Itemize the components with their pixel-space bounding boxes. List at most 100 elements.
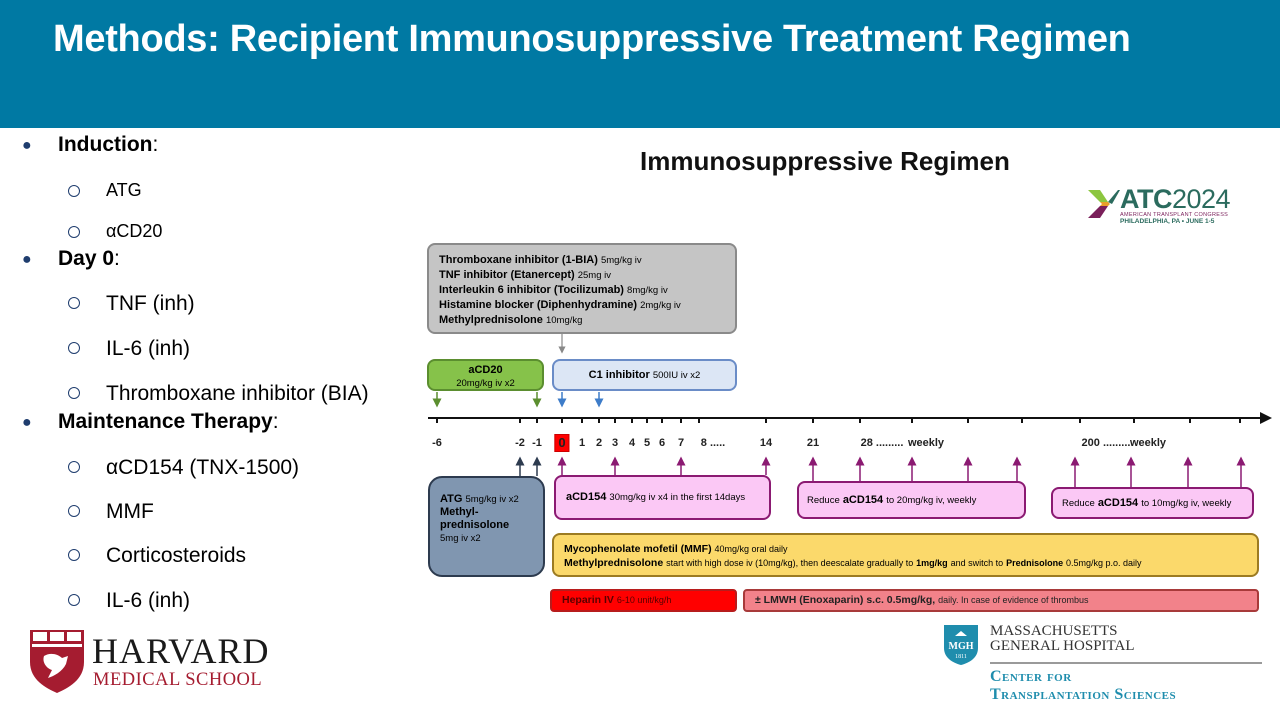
box-text: start with high dose iv (10mg/kg), then … [666, 558, 914, 568]
drug-dose: 30mg/kg iv x4 in the first 14days [609, 492, 746, 503]
tick-label: weekly [907, 437, 945, 449]
day0-drugs-box: Thromboxane inhibitor (1-BIA) 5mg/kg iv … [427, 243, 737, 334]
day-zero-label: 0 [554, 434, 570, 452]
cts-name-line1: Center for [990, 668, 1072, 685]
circle-bullet-icon [68, 461, 80, 473]
acd20-box: aCD20 20mg/kg iv x2 [427, 359, 544, 391]
svg-text:MGH: MGH [949, 641, 974, 652]
tick-label: 1 [578, 437, 586, 449]
drug-name: ± LMWH (Enoxaparin) s.c. 0.5mg/kg, [755, 594, 936, 606]
drug-name: Histamine blocker (Diphenhydramine) [439, 299, 638, 311]
atc-location: PHILADELPHIA, PA • JUNE 1-5 [1120, 218, 1215, 225]
tick-label: 200 ......... [1081, 437, 1131, 449]
tick-label: -6 [432, 437, 442, 449]
circle-bullet-icon [68, 594, 80, 606]
drug-dose: 2mg/kg iv [640, 300, 681, 311]
atc-subtitle: AMERICAN TRANSPLANT CONGRESS [1120, 212, 1229, 218]
bullet-heading: Maintenance Therapy [58, 410, 273, 433]
sub-bullet-text: IL-6 (inh) [106, 589, 191, 612]
sub-bullet-text: Corticosteroids [106, 544, 247, 567]
drug-name: TNF inhibitor (Etanercept) [439, 269, 575, 281]
drug-name: Methylprednisolone [439, 314, 543, 326]
bullet-dot-icon: ● [22, 414, 32, 431]
drug-name: aCD154 [842, 494, 884, 506]
drug-name: Heparin IV [562, 594, 614, 606]
drug-dose: 40mg/kg oral daily [714, 544, 788, 554]
drug-dose: to 20mg/kg iv, weekly [886, 495, 977, 506]
atg-box: ATG 5mg/kg iv x2 Methyl- prednisolone 5m… [428, 476, 545, 577]
acd154-induction-box: aCD154 30mg/kg iv x4 in the first 14days [554, 475, 771, 520]
day0-drug-line: Thromboxane inhibitor (1-BIA) 5mg/kg iv [439, 253, 725, 268]
sub-bullet-text: ATG [106, 180, 142, 200]
drug-name: Methyl- [440, 506, 479, 518]
drug-name: Prednisolone [1006, 558, 1064, 568]
sub-bullet-text: MMF [106, 500, 154, 523]
atc-2024-logo: ATC2024 AMERICAN TRANSPLANT CONGRESS PHI… [1088, 184, 1253, 226]
circle-bullet-icon [68, 505, 80, 517]
drug-dose: 10mg/kg [545, 315, 583, 326]
day0-drug-line: TNF inhibitor (Etanercept) 25mg iv [439, 268, 725, 283]
circle-bullet-icon [68, 185, 80, 197]
drug-dose: 5mg/kg iv [600, 255, 642, 266]
tick-label: 14 [759, 437, 773, 449]
tick-label: 2 [595, 437, 603, 449]
day0-drug-line: Interleukin 6 inhibitor (Tocilizumab) 8m… [439, 283, 725, 298]
circle-bullet-icon [68, 387, 80, 399]
mmf-steroid-box: Mycophenolate mofetil (MMF) 40mg/kg oral… [552, 533, 1259, 577]
drug-name: prednisolone [440, 519, 510, 531]
sub-bullet-text: αCD20 [106, 221, 163, 241]
drug-dose: daily. In case of evidence of thrombus [938, 595, 1089, 605]
drug-dose: 25mg iv [577, 270, 611, 281]
drug-name: Thromboxane inhibitor (1-BIA) [439, 254, 598, 266]
logo-divider [990, 662, 1262, 664]
medical-school-wordmark: MEDICAL SCHOOL [93, 670, 263, 690]
drug-name: Methylprednisolone [564, 557, 664, 569]
svg-text:1811: 1811 [955, 654, 967, 660]
drug-name: ATG [440, 493, 463, 505]
bullet-heading: Day 0 [58, 247, 115, 270]
circle-bullet-icon [68, 297, 80, 309]
atc-year: 2024 [1172, 184, 1231, 214]
tick-label: 3 [611, 437, 619, 449]
tick-label: 7 [677, 437, 685, 449]
drug-dose: to 10mg/kg iv, weekly [1141, 498, 1232, 509]
diagram-title: Immunosuppressive Regimen [640, 146, 1010, 176]
tick-label: 21 [806, 437, 820, 449]
circle-bullet-icon [68, 549, 80, 561]
circle-bullet-icon [68, 342, 80, 354]
bullet-heading: Induction [58, 133, 153, 156]
bullet-dot-icon: ● [22, 137, 32, 154]
bullet-colon: : [272, 410, 279, 433]
drug-dose: 0.5mg/kg p.o. daily [1066, 558, 1142, 568]
mgh-name-line1: MASSACHUSETTS [990, 623, 1118, 639]
atc-title: ATC2024 [1120, 184, 1231, 215]
drug-name: aCD154 [1097, 497, 1139, 509]
drug-name: C1 inhibitor [588, 369, 650, 381]
tick-label: 6 [658, 437, 666, 449]
drug-name: aCD154 [566, 491, 607, 503]
circle-bullet-icon [68, 226, 80, 238]
acd154-reduce-10-box: Reduce aCD154 to 10mg/kg iv, weekly [1051, 487, 1254, 519]
drug-dose: 8mg/kg iv [627, 285, 668, 296]
drug-dose: 20mg/kg iv x2 [456, 378, 515, 389]
tick-label: 8 ..... [700, 437, 726, 449]
drug-name: Mycophenolate mofetil (MMF) [564, 543, 712, 555]
box-text: Reduce [807, 495, 840, 506]
acd154-reduce-20-box: Reduce aCD154 to 20mg/kg iv, weekly [797, 481, 1026, 519]
tick-label: -2 [515, 437, 525, 449]
mgh-cts-logo: MGH 1811 MASSACHUSETTS GENERAL HOSPITAL … [943, 622, 1263, 706]
drug-dose: 1mg/kg [916, 558, 948, 568]
day0-drug-line: Methylprednisolone 10mg/kg [439, 313, 725, 328]
tick-label: 5 [643, 437, 651, 449]
cts-name-line2: Transplantation Sciences [990, 686, 1177, 703]
harvard-wordmark: HARVARD [92, 631, 270, 671]
box-text: and switch to [950, 558, 1004, 568]
harvard-medical-school-logo: HARVARD MEDICAL SCHOOL [28, 628, 288, 694]
tick-label: 4 [628, 437, 636, 449]
drug-name: aCD20 [468, 364, 503, 376]
slide-title: Methods: Recipient Immunosuppressive Tre… [53, 18, 1131, 60]
tick-label: 28 ......... [860, 437, 904, 449]
tick-label: weekly [1129, 437, 1167, 449]
drug-name: Interleukin 6 inhibitor (Tocilizumab) [439, 284, 624, 296]
slide-header: Methods: Recipient Immunosuppressive Tre… [0, 0, 1280, 128]
